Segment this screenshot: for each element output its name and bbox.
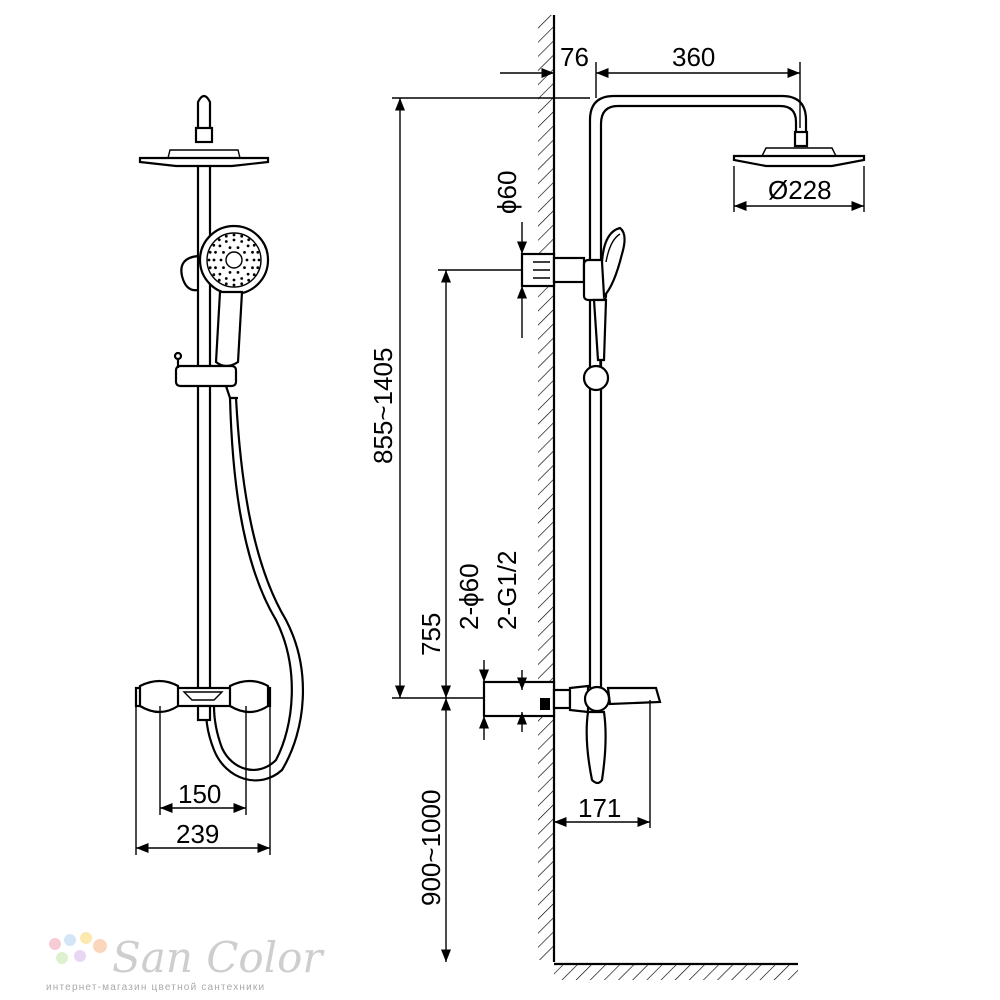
logo-dot: [80, 932, 92, 944]
dim-mixer-depth: 171: [578, 793, 621, 823]
nozzle-dot: [224, 277, 228, 280]
dim-inlet-height: 755: [416, 613, 446, 656]
dim-floor-height: 900~1000: [416, 790, 446, 906]
nozzle-dot: [232, 238, 236, 242]
nozzle-dot: [224, 282, 228, 286]
nozzle-dot: [252, 273, 256, 277]
nozzle-dot: [243, 266, 246, 269]
nozzle-dot: [251, 266, 254, 270]
logo-dot: [49, 938, 61, 950]
logo-dot: [64, 934, 76, 946]
nozzle-dot: [214, 250, 217, 254]
nozzle-dot: [222, 266, 225, 269]
nozzle-dot: [240, 277, 244, 280]
side-view: 76 360 Ø228 ϕ60: [368, 15, 866, 980]
nozzle-dot: [246, 272, 250, 276]
nozzle-dot: [217, 278, 221, 282]
nozzle-dot: [251, 250, 254, 254]
nozzle-dot: [208, 266, 212, 270]
nozzle-dot: [256, 266, 260, 270]
nozzle-dot: [240, 234, 244, 238]
nozzle-dot: [218, 244, 222, 248]
nozzle-dot: [236, 271, 240, 274]
store-logo: San Color интернет-магазин цветной санте…: [46, 932, 325, 993]
overhead-shower-head-side: [732, 154, 866, 168]
riser-with-arm: [588, 94, 808, 688]
hand-shower-side: [592, 226, 626, 362]
nozzle-dot: [218, 272, 222, 276]
nozzle-dot: [247, 278, 251, 282]
shower-hose: [212, 397, 293, 771]
overhead-shower-head: [138, 156, 270, 168]
logo-dot: [56, 952, 68, 964]
nozzle-dot: [228, 271, 232, 274]
nozzle-dot: [228, 246, 232, 250]
mixer-side: [482, 680, 662, 785]
dim-arm-offset: 76: [560, 42, 589, 72]
nozzle-dot: [224, 234, 228, 238]
nozzle-dot: [217, 238, 221, 242]
nozzle-dot: [207, 258, 211, 262]
floor: [554, 962, 798, 980]
dim-arm-length: 360: [672, 42, 715, 72]
nozzle-dot: [212, 273, 216, 277]
nozzle-dot: [236, 246, 240, 250]
nozzle-dot: [252, 243, 256, 247]
nozzle-dot: [232, 278, 236, 282]
nozzle-dot: [246, 244, 250, 248]
slide-holder: [173, 351, 238, 400]
nozzle-dot: [232, 233, 236, 237]
nozzle-dot: [240, 282, 244, 286]
dim-eccentric-diameter: 2-ϕ60: [454, 563, 484, 630]
nozzle-dot: [208, 250, 212, 254]
nozzle-dot: [257, 258, 261, 262]
dim-bracket-diameter: ϕ60: [492, 171, 522, 214]
nozzle-dot: [214, 266, 217, 270]
slide-knob: [582, 364, 610, 392]
dim-height-range: 855~1405: [368, 348, 398, 464]
nozzle-dot: [252, 258, 256, 262]
dim-thread: 2-G1/2: [492, 551, 522, 631]
nozzle-dot: [240, 240, 244, 243]
dim-inlet-spacing: 150: [178, 779, 221, 809]
wall: [538, 15, 556, 962]
shower-hose: [204, 397, 305, 782]
logo-name: San Color: [112, 933, 325, 982]
nozzle-dot: [243, 251, 246, 254]
nozzle-dot: [224, 240, 228, 243]
nozzle-dot: [212, 258, 216, 262]
thermostatic-mixer: [134, 679, 272, 722]
nozzle-dot: [256, 250, 260, 254]
nozzle-dot: [219, 258, 223, 262]
nozzle-dot: [247, 238, 251, 242]
dim-head-diameter: Ø228: [768, 175, 832, 205]
logo-dot: [74, 950, 86, 962]
hand-shower-head: [198, 224, 270, 368]
wall-bracket: [520, 252, 608, 302]
nozzle-dot: [232, 283, 236, 287]
dim-mixer-width: 239: [176, 819, 219, 849]
nozzle-dot: [245, 258, 249, 262]
logo-dot: [93, 939, 107, 953]
nozzle-dot: [212, 243, 216, 247]
front-view: 150 239: [134, 94, 305, 855]
nozzle-dot: [222, 251, 225, 254]
logo-tagline: интернет-магазин цветной сантехники: [46, 982, 265, 993]
